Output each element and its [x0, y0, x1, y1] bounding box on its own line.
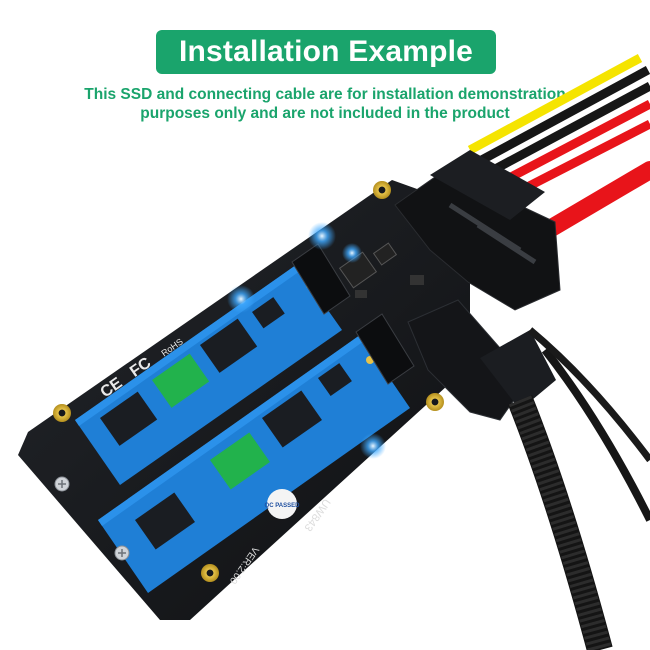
ssd-screws	[54, 476, 130, 561]
subtitle-line-1: This SSD and connecting cable are for in…	[84, 86, 566, 103]
data-cable-assembly	[407, 299, 650, 650]
subtitle-line-2: purposes only and are not included in th…	[140, 105, 510, 122]
title-banner: Installation Example	[156, 30, 496, 74]
status-leds	[227, 222, 386, 459]
m2-slots	[291, 243, 415, 385]
title-text: Installation Example	[178, 35, 474, 68]
sata-data-cable	[539, 161, 650, 239]
sata-connector	[394, 150, 561, 311]
qc-sticker: QC PASSED	[265, 489, 301, 519]
m2-ssd-lower	[98, 335, 410, 593]
smd-components	[338, 242, 424, 298]
mounting-holes	[53, 181, 444, 582]
svg-text:QC PASSED: QC PASSED	[265, 503, 301, 509]
